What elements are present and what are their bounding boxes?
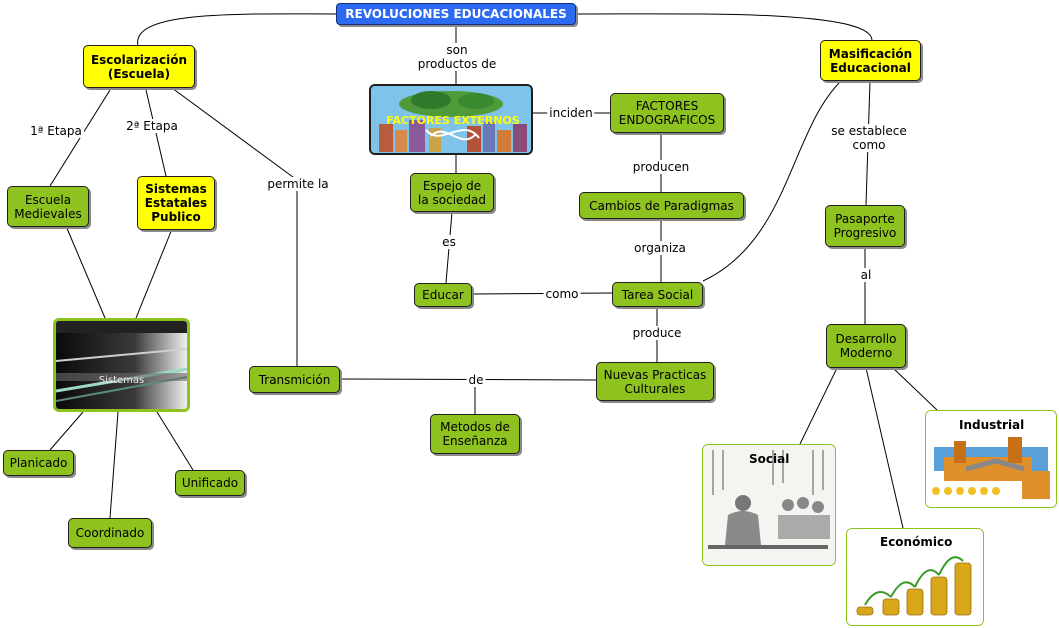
industrial-image-node[interactable]: Industrial <box>925 410 1057 508</box>
link-economico <box>865 367 904 529</box>
link-escuela-img <box>65 225 106 319</box>
link-label-se-establece: se establece como <box>829 124 909 152</box>
economico-image-node[interactable]: Económico <box>846 528 984 626</box>
transmision-node[interactable]: Transmición <box>249 366 340 393</box>
unificado-node[interactable]: Unificado <box>175 470 245 496</box>
link-label-producen: producen <box>630 160 692 174</box>
link-label-etapa1: 1ª Etapa <box>28 124 84 138</box>
link-label-como: como <box>543 287 581 301</box>
nuevas-practicas-node[interactable]: Nuevas Practicas Culturales <box>596 362 714 401</box>
industrial-title: Industrial <box>959 418 1025 432</box>
educar-node[interactable]: Educar <box>414 283 472 307</box>
tarea-social-node[interactable]: Tarea Social <box>612 282 703 307</box>
masificacion-node[interactable]: Masificación Educacional <box>820 40 921 81</box>
link-label-son: son productos de <box>415 43 499 71</box>
link-label-de: de <box>466 373 486 387</box>
social-title: Social <box>749 452 790 466</box>
link-permite <box>171 87 298 181</box>
social-image-node[interactable]: Social <box>702 444 836 566</box>
link-social <box>799 365 839 445</box>
coordinado-node[interactable]: Coordinado <box>68 518 152 548</box>
desarrollo-node[interactable]: Desarrollo Moderno <box>826 324 906 368</box>
cambios-paradigmas-node[interactable]: Cambios de Paradigmas <box>579 192 744 219</box>
link-industrial <box>892 367 938 411</box>
city-illustration-icon <box>371 86 531 153</box>
link-label-etapa2: 2ª Etapa <box>124 119 180 133</box>
link-escuela <box>49 89 111 187</box>
link-sistemas-img <box>135 228 173 319</box>
link-label-organiza: organiza <box>632 241 688 255</box>
pasaporte-node[interactable]: Pasaporte Progresivo <box>825 205 905 247</box>
link-label-al: al <box>858 268 874 282</box>
link-label-es: es <box>440 235 458 249</box>
link-img-planicado <box>49 411 84 451</box>
classroom-sketch-icon <box>703 445 835 565</box>
link-label-produce: produce <box>630 326 684 340</box>
link-img-coordinado <box>109 411 119 519</box>
factores-endograficos-node[interactable]: FACTORES ENDOGRAFICOS <box>610 93 724 133</box>
sistemas-image-node[interactable]: Sistemas <box>53 318 190 412</box>
factores-externos-node[interactable]: FACTORES EXTERNOS <box>369 84 533 155</box>
metodos-node[interactable]: Metodos de Enseñanza <box>430 414 520 454</box>
link-label-permite: permite la <box>265 177 331 191</box>
sistemas-estatales-node[interactable]: Sistemas Estatales Publico <box>137 176 215 230</box>
link-root-masificacion <box>574 13 873 41</box>
coins-growth-icon <box>847 529 983 625</box>
link-label-inciden: inciden <box>547 106 595 120</box>
factory-illustration-icon <box>926 411 1056 507</box>
sistemas-image-label: Sistemas <box>98 375 145 386</box>
escuela-medievales-node[interactable]: Escuela Medievales <box>7 186 89 227</box>
link-img-unificado <box>156 411 194 471</box>
root-node[interactable]: REVOLUCIONES EDUCACIONALES <box>336 3 576 25</box>
link-como <box>471 292 613 295</box>
link-tarea-masificacion <box>702 79 843 282</box>
factores-externos-label: FACTORES EXTERNOS <box>386 114 520 127</box>
link-root-escolarizacion <box>137 13 339 47</box>
espejo-node[interactable]: Espejo de la sociedad <box>410 173 494 212</box>
escolarizacion-node[interactable]: Escolarización (Escuela) <box>83 45 195 88</box>
planicado-node[interactable]: Planicado <box>3 450 74 476</box>
tunnel-illustration-icon <box>56 321 187 409</box>
economico-title: Económico <box>880 535 953 549</box>
link-sistemas <box>145 89 167 177</box>
